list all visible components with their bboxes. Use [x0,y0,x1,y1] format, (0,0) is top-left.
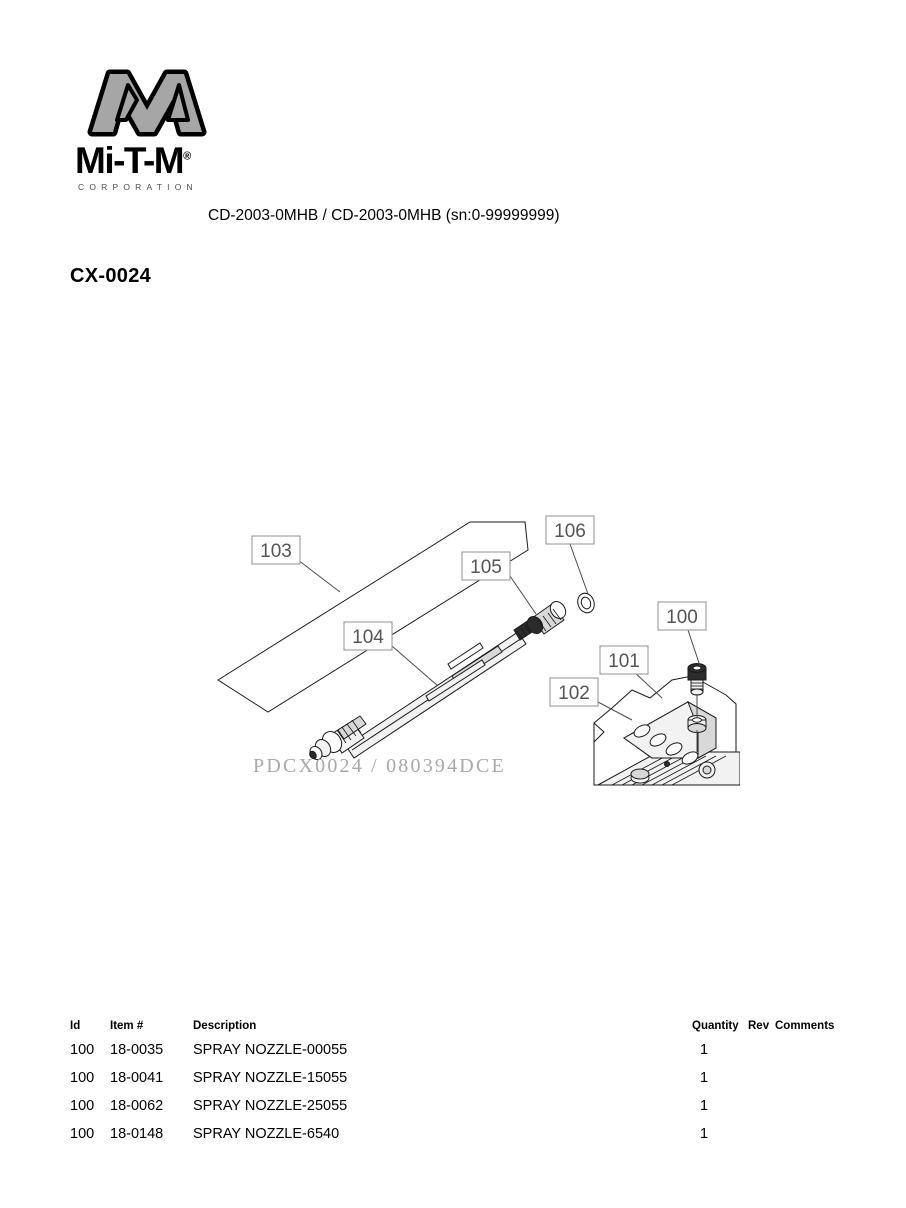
cell-description: SPRAY NOZZLE-00055 [193,1042,348,1058]
drawing-number: PDCX0024 / 080394DCE [253,755,506,777]
callout-104-label: 104 [352,627,384,648]
table-row: 100 18-0148 SPRAY NOZZLE-6540 1 [0,1126,906,1154]
header-quantity: Quantity [692,1020,739,1032]
cell-item: 18-0035 [110,1042,164,1058]
callout-106-label: 106 [554,521,586,542]
cell-id: 100 [70,1126,95,1142]
logo-subtext: CORPORATION [78,182,198,192]
cell-id: 100 [70,1042,95,1058]
callout-102-label: 102 [558,683,590,704]
page-title: CX-0024 [70,265,152,287]
cell-description: SPRAY NOZZLE-15055 [193,1070,348,1086]
header-id: Id [70,1020,81,1032]
header-item: Item # [110,1020,144,1032]
part-100-spray-nozzle [687,663,707,752]
cell-item: 18-0148 [110,1126,164,1142]
callout-102: 102 [549,677,633,721]
callout-101-label: 101 [608,651,640,672]
exploded-parts-diagram: 103 105 106 104 102 101 100 [180,480,740,800]
callout-105-label: 105 [470,557,502,578]
cell-id: 100 [70,1098,95,1114]
callout-103: 103 [251,535,341,593]
mitm-m-mark-icon [87,69,207,137]
parts-table: Id Item # Description Quantity Rev Comme… [0,1020,906,1154]
cell-quantity: 1 [700,1098,709,1114]
callout-103-label: 103 [260,541,292,562]
callout-100-label: 100 [666,607,698,628]
table-row: 100 18-0041 SPRAY NOZZLE-15055 1 [0,1070,906,1098]
table-header-row: Id Item # Description Quantity Rev Comme… [0,1020,906,1042]
part-105-coupler [526,601,567,635]
callout-100: 100 [657,601,707,667]
header-rev: Rev [748,1020,770,1032]
company-logo: Mi-T-M® CORPORATION [75,60,220,200]
header-description: Description [193,1020,257,1032]
model-number-line: CD-2003-0MHB / CD-2003-0MHB (sn:0-999999… [208,207,560,224]
registered-trademark-icon: ® [183,150,192,163]
table-row: 100 18-0062 SPRAY NOZZLE-25055 1 [0,1098,906,1126]
cell-item: 18-0062 [110,1098,164,1114]
cell-quantity: 1 [700,1070,709,1086]
cell-description: SPRAY NOZZLE-25055 [193,1098,348,1114]
header-comments: Comments [775,1020,835,1032]
table-row: 100 18-0035 SPRAY NOZZLE-00055 1 [0,1042,906,1070]
part-106-o-ring [577,592,595,614]
cell-description: SPRAY NOZZLE-6540 [193,1126,340,1142]
part-104-lance [309,619,536,761]
logo-wordmark: Mi-T-M® [75,142,220,179]
cell-quantity: 1 [700,1042,709,1058]
logo-wordmark-text: Mi-T-M [75,140,185,181]
callout-101: 101 [599,645,663,699]
part-102-panel [593,675,737,786]
cell-item: 18-0041 [110,1070,164,1086]
callout-104: 104 [343,621,439,687]
part-103-hose [217,521,529,713]
callout-105: 105 [461,551,537,615]
cell-id: 100 [70,1070,95,1086]
cell-quantity: 1 [700,1126,709,1142]
callout-106: 106 [545,515,595,595]
